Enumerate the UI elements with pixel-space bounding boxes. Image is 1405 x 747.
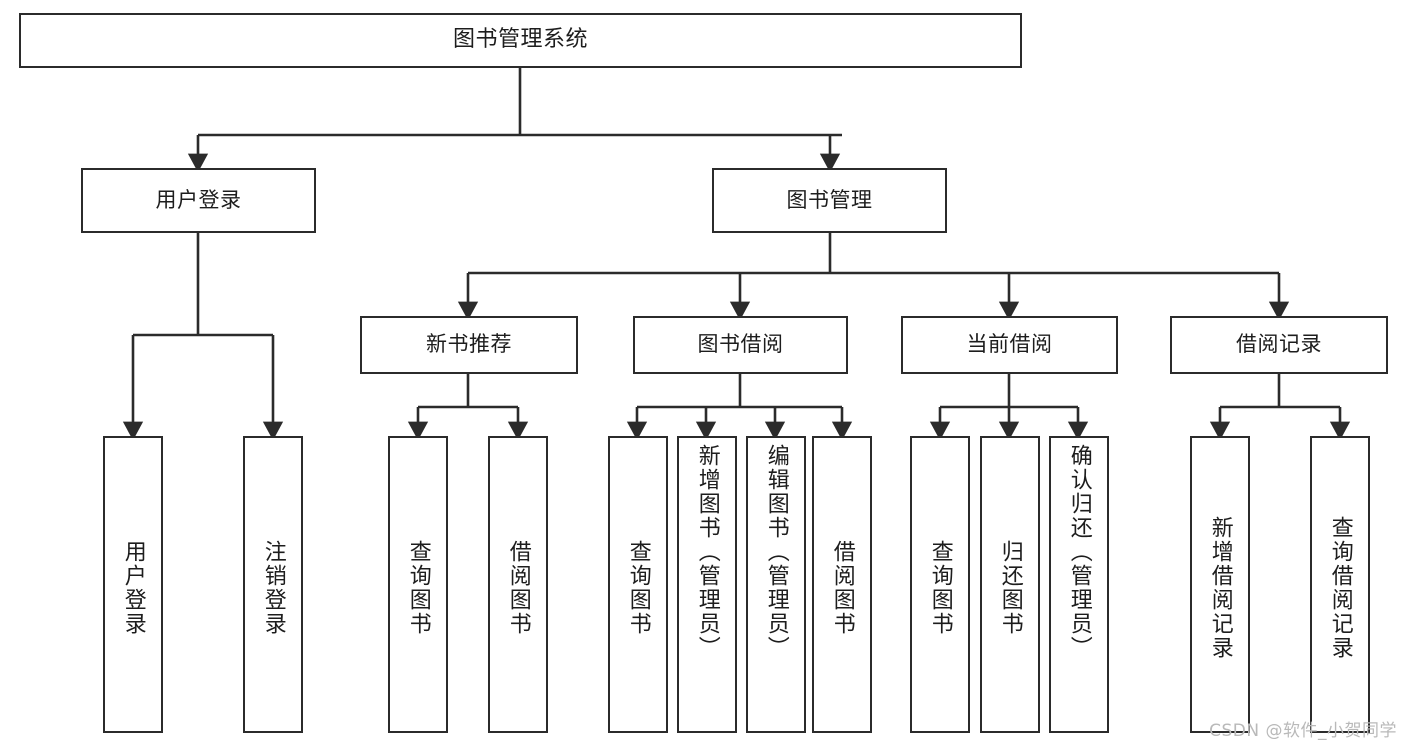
node-root-system-label: 图书管理系统 — [452, 27, 588, 53]
leaf-borrow-record-add[interactable]: 新增借阅记录 — [1190, 436, 1250, 733]
leaf-book-borrow-edit-label: 编辑图书（管理员） — [763, 444, 789, 660]
leaf-borrow-record-query[interactable]: 查询借阅记录 — [1310, 436, 1370, 733]
node-user-login-label: 用户登录 — [155, 187, 242, 212]
node-book-management[interactable]: 图书管理 — [712, 168, 947, 233]
leaf-current-borrow-query-label: 查询图书 — [927, 539, 953, 636]
node-user-login[interactable]: 用户登录 — [81, 168, 316, 233]
leaf-user-login-signout[interactable]: 注销登录 — [243, 436, 303, 733]
node-current-borrow[interactable]: 当前借阅 — [901, 316, 1118, 374]
leaf-book-borrow-borrow[interactable]: 借阅图书 — [812, 436, 872, 733]
node-book-management-label: 图书管理 — [786, 187, 873, 212]
leaf-book-borrow-add[interactable]: 新增图书（管理员） — [677, 436, 737, 733]
leaf-book-borrow-edit[interactable]: 编辑图书（管理员） — [746, 436, 806, 733]
leaf-current-borrow-confirm[interactable]: 确认归还（管理员） — [1049, 436, 1109, 733]
leaf-current-borrow-confirm-label: 确认归还（管理员） — [1066, 444, 1092, 660]
leaf-user-login-signin-label: 用户登录 — [120, 539, 146, 636]
node-book-borrow-label: 图书借阅 — [697, 332, 784, 357]
leaf-borrow-record-query-label: 查询借阅记录 — [1327, 515, 1353, 660]
leaf-book-borrow-query-label: 查询图书 — [625, 539, 651, 636]
csdn-watermark: CSDN @软件_小贺同学 — [1209, 721, 1397, 741]
leaf-book-borrow-borrow-label: 借阅图书 — [829, 539, 855, 636]
leaf-new-book-query[interactable]: 查询图书 — [388, 436, 448, 733]
node-borrow-record-label: 借阅记录 — [1236, 332, 1322, 357]
leaf-user-login-signin[interactable]: 用户登录 — [103, 436, 163, 733]
leaf-borrow-record-add-label: 新增借阅记录 — [1207, 515, 1233, 660]
leaf-current-borrow-return-label: 归还图书 — [997, 539, 1023, 636]
leaf-book-borrow-add-label: 新增图书（管理员） — [694, 444, 720, 660]
leaf-user-login-signout-label: 注销登录 — [260, 539, 286, 636]
node-book-borrow[interactable]: 图书借阅 — [633, 316, 848, 374]
leaf-current-borrow-query[interactable]: 查询图书 — [910, 436, 970, 733]
leaf-new-book-query-label: 查询图书 — [405, 539, 431, 636]
leaf-new-book-borrow-label: 借阅图书 — [505, 539, 531, 636]
leaf-book-borrow-query[interactable]: 查询图书 — [608, 436, 668, 733]
node-root-system[interactable]: 图书管理系统 — [19, 13, 1022, 68]
leaf-current-borrow-return[interactable]: 归还图书 — [980, 436, 1040, 733]
node-current-borrow-label: 当前借阅 — [966, 332, 1053, 357]
leaf-new-book-borrow[interactable]: 借阅图书 — [488, 436, 548, 733]
node-borrow-record[interactable]: 借阅记录 — [1170, 316, 1388, 374]
node-new-book-recommend[interactable]: 新书推荐 — [360, 316, 578, 374]
node-new-book-recommend-label: 新书推荐 — [426, 332, 512, 357]
